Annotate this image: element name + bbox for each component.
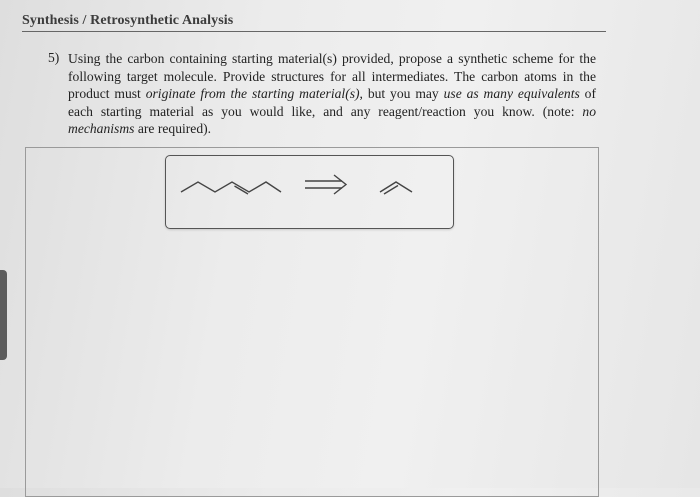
target-molecule-structure xyxy=(180,181,282,193)
retrosynthesis-scheme-box xyxy=(165,155,454,229)
starting-material-propene-structure xyxy=(379,181,413,193)
section-title: Synthesis / Retrosynthetic Analysis xyxy=(22,13,234,28)
question-text-part: are required). xyxy=(134,121,212,137)
question-text-part: of each starting material as you would l… xyxy=(68,86,596,119)
title-divider xyxy=(22,31,606,32)
question-text-emphasis: use as many equivalents xyxy=(443,86,580,102)
question-text-part: Using the carbon containing starting mat… xyxy=(68,51,596,102)
question-text-emphasis: no mechanisms xyxy=(68,103,596,137)
question-text-part: , but you may xyxy=(359,86,444,102)
retrosynthetic-arrow-icon xyxy=(305,174,348,195)
binder-edge xyxy=(0,270,7,360)
question-prompt: Using the carbon containing starting mat… xyxy=(68,50,596,138)
target-molecule-double-bond xyxy=(234,185,249,195)
question-text-emphasis: originate from the starting material(s) xyxy=(145,86,360,102)
question-number: 5) xyxy=(48,50,60,65)
starting-material-double-bond xyxy=(383,184,399,195)
